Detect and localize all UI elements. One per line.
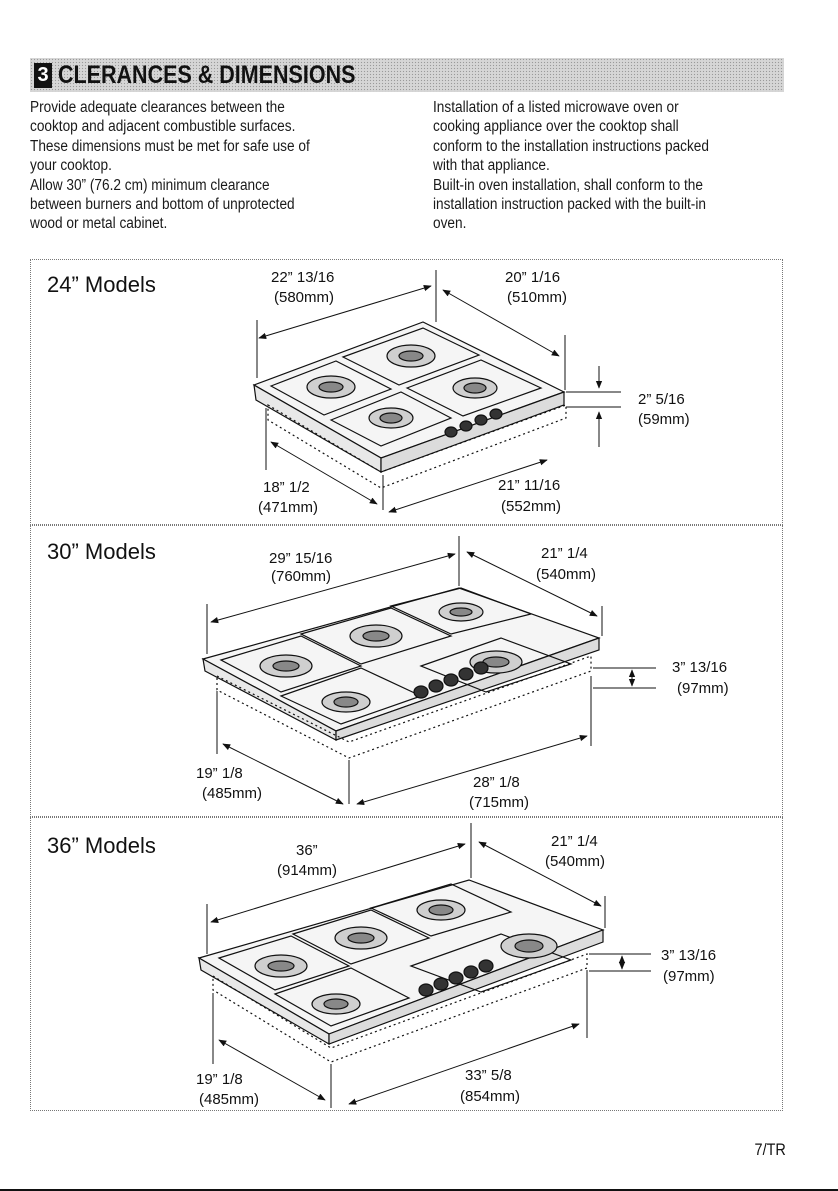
height-in: 2” 5/16 [638, 391, 685, 408]
intro-right-line: with that appliance. [433, 157, 550, 175]
depth-mm: (510mm) [507, 289, 567, 306]
model-title: 36” Models [47, 833, 156, 858]
intro-right-line: Built-in oven installation, shall confor… [433, 176, 703, 194]
intro-right-line: oven. [433, 215, 467, 233]
width-in: 36” [296, 842, 318, 859]
height-mm: (97mm) [663, 968, 715, 985]
dimension-lines-36 [206, 823, 651, 1108]
intro-left-line: between burners and bottom of unprotecte… [30, 196, 295, 214]
depth-mm: (540mm) [545, 853, 605, 870]
cutout-depth-mm: (485mm) [199, 1091, 259, 1108]
cutout-depth-in: 19” 1/8 [196, 765, 243, 782]
intro-left-line: Allow 30” (76.2 cm) minimum clearance [30, 176, 270, 194]
intro-right-line: cooking appliance over the cooktop shall [433, 118, 679, 136]
panel-30-models: 30” Models 29” 15/16 (760mm) 21” 1/4 (54… [30, 525, 783, 817]
dimension-lines-24 [256, 270, 621, 513]
model-title: 24” Models [47, 272, 156, 297]
intro-right-line: Installation of a listed microwave oven … [433, 99, 679, 116]
cutout-width-mm: (552mm) [501, 498, 561, 515]
section-title: CLERANCES & DIMENSIONS [58, 61, 356, 89]
width-mm: (914mm) [277, 862, 337, 879]
dimension-lines-30 [206, 536, 656, 806]
intro-right-line: conform to the installation instructions… [433, 137, 709, 155]
section-header: 3 CLERANCES & DIMENSIONS [30, 58, 784, 92]
cutout-width-in: 33” 5/8 [465, 1067, 512, 1084]
bottom-rule [0, 1189, 838, 1191]
height-in: 3” 13/16 [672, 659, 727, 676]
panel-36-models: 36” Models 36” (914mm) 21” 1/4 (540mm) 3… [30, 817, 783, 1111]
intro-right-line: installation instruction packed with the… [433, 196, 706, 214]
intro-left-line: wood or metal cabinet. [30, 215, 168, 233]
cutout-width-in: 21” 11/16 [498, 477, 560, 494]
model-title: 30” Models [47, 539, 156, 564]
cutout-depth-mm: (485mm) [202, 785, 262, 802]
depth-in: 21” 1/4 [541, 545, 588, 562]
diagram-36: 36” Models 36” (914mm) 21” 1/4 (540mm) 3… [47, 823, 716, 1108]
intro-right-column: Installation of a listed microwave oven … [433, 98, 785, 234]
intro-left-line: These dimensions must be met for safe us… [30, 137, 310, 155]
depth-in: 21” 1/4 [551, 833, 598, 850]
height-mm: (97mm) [677, 680, 729, 697]
intro-left-line: Provide adequate clearances between the [30, 99, 285, 116]
cooktop-36-drawing [197, 879, 605, 1063]
cutout-depth-in: 19” 1/8 [196, 1071, 243, 1088]
depth-in: 20” 1/16 [505, 269, 560, 286]
diagram-30: 30” Models 29” 15/16 (760mm) 21” 1/4 (54… [47, 536, 729, 811]
cooktop-30-drawing [201, 587, 601, 759]
width-in: 29” 15/16 [269, 550, 332, 567]
intro-left-column: Provide adequate clearances between the … [30, 98, 391, 234]
cutout-width-mm: (715mm) [469, 794, 529, 811]
cutout-width-in: 28” 1/8 [473, 774, 520, 791]
depth-mm: (540mm) [536, 566, 596, 583]
intro-left-line: cooktop and adjacent combustible surface… [30, 118, 296, 136]
section-number: 3 [34, 63, 52, 88]
cooktop-24-drawing [252, 321, 567, 489]
height-mm: (59mm) [638, 411, 690, 428]
width-in: 22” 13/16 [271, 269, 334, 286]
diagram-24: 24” Models 22” 13/16 (580mm) 20” 1/16 (5… [47, 269, 690, 516]
panel-24-models: 24” Models 22” 13/16 (580mm) 20” 1/16 (5… [30, 259, 783, 525]
page-number: 7/TR [754, 1140, 786, 1159]
width-mm: (580mm) [274, 289, 334, 306]
cutout-width-mm: (854mm) [460, 1088, 520, 1105]
height-in: 3” 13/16 [661, 947, 716, 964]
width-mm: (760mm) [271, 568, 331, 585]
cutout-depth-in: 18” 1/2 [263, 479, 310, 496]
cutout-depth-mm: (471mm) [258, 499, 318, 516]
intro-left-line: your cooktop. [30, 157, 112, 175]
